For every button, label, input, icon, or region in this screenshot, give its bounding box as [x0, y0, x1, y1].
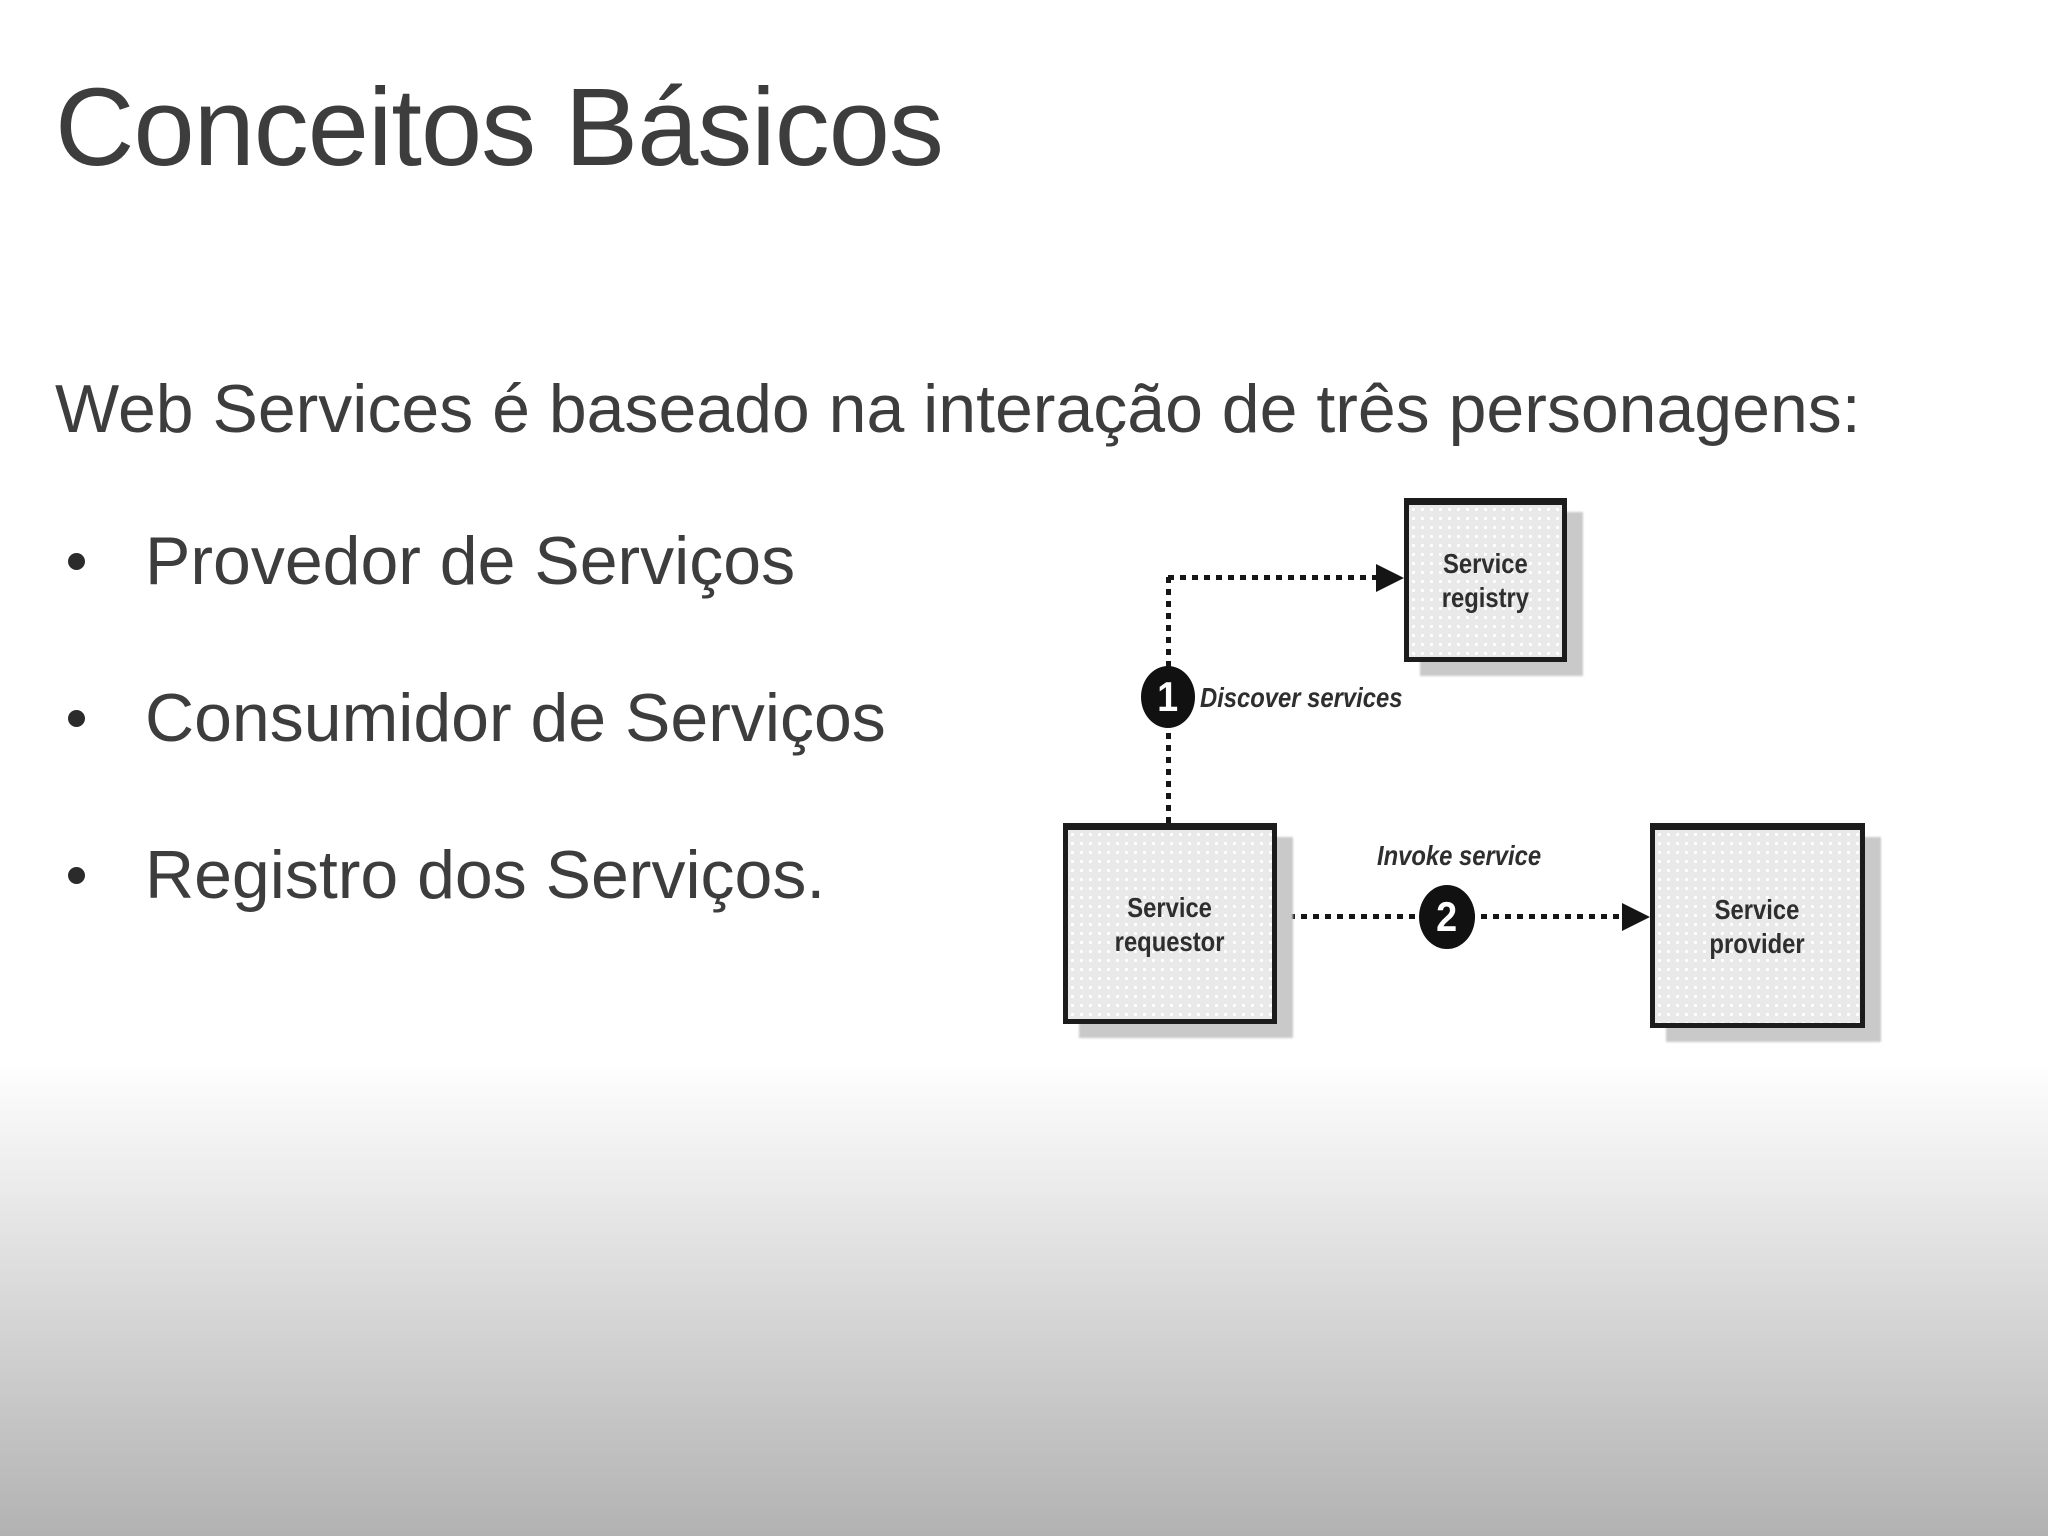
intro-text: Web Services é baseado na interação de t…	[55, 371, 1861, 447]
bullet-item-consumidor: Consumidor de Serviços	[68, 681, 886, 756]
bullet-dot-icon	[68, 553, 85, 570]
service-provider-node: Service provider	[1650, 823, 1865, 1028]
slide-title: Conceitos Básicos	[55, 66, 944, 189]
bullet-item-provedor: Provedor de Serviços	[68, 524, 886, 599]
step-2-badge: 2	[1419, 885, 1475, 949]
invoke-arrowhead-icon	[1622, 903, 1650, 931]
bullet-text: Consumidor de Serviços	[145, 680, 886, 756]
bullet-text: Registro dos Serviços.	[145, 837, 826, 913]
bullet-item-registro: Registro dos Serviços.	[68, 838, 886, 913]
bullet-dot-icon	[68, 710, 85, 727]
step-1-number: 1	[1157, 673, 1179, 720]
service-registry-node: Service registry	[1404, 498, 1567, 662]
service-provider-label: Service provider	[1709, 893, 1806, 959]
discover-services-label: Discover services	[1200, 682, 1403, 713]
service-requestor-node: Service requestor	[1063, 823, 1277, 1024]
web-services-roles-diagram: Service registry Service requestor Servi…	[1050, 480, 1930, 1070]
service-registry-label: Service registry	[1441, 548, 1530, 613]
service-requestor-label: Service requestor	[1115, 891, 1225, 957]
step-2-number: 2	[1436, 893, 1458, 940]
bullet-dot-icon	[68, 867, 85, 884]
discover-services-line-horizontal	[1168, 575, 1376, 580]
bullet-text: Provedor de Serviços	[145, 523, 796, 599]
discover-arrowhead-icon	[1376, 564, 1404, 592]
invoke-service-label: Invoke service	[1377, 840, 1542, 871]
step-1-badge: 1	[1141, 666, 1195, 728]
bullet-list: Provedor de Serviços Consumidor de Servi…	[68, 524, 886, 995]
